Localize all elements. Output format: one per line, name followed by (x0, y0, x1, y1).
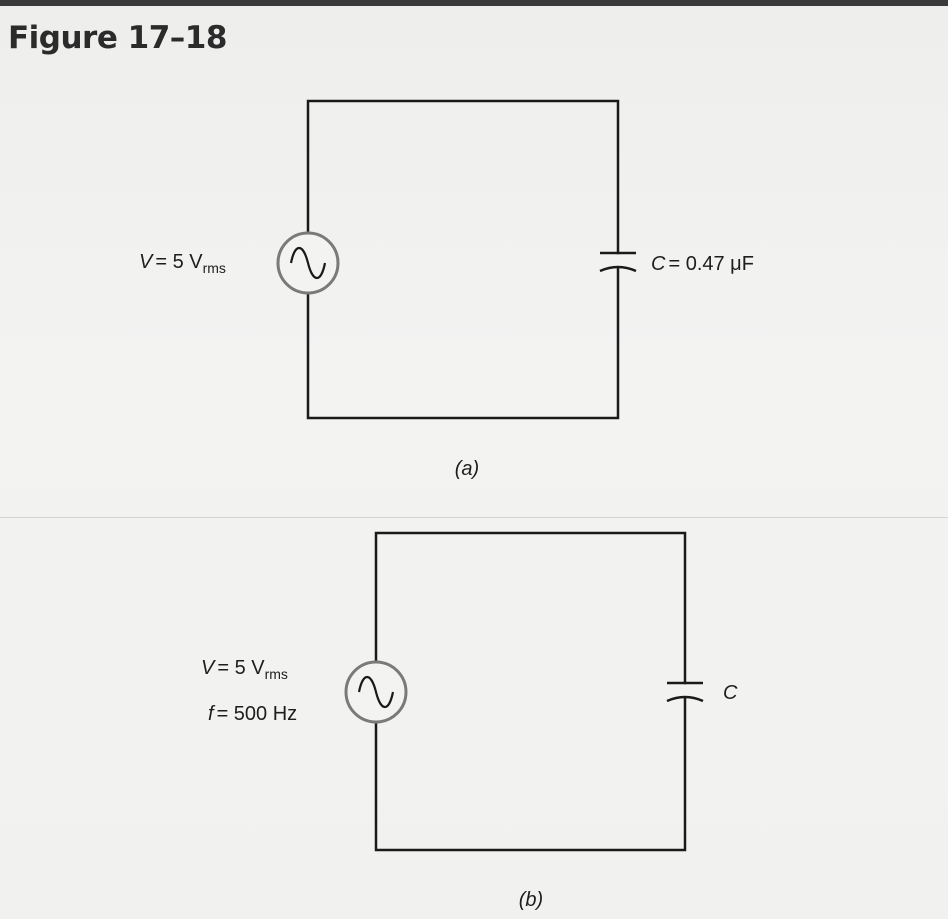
capacitor-a-label: C= 0.47 μF (651, 253, 754, 275)
source-a-var: V (139, 251, 154, 273)
source-b-var: V (201, 657, 216, 679)
capacitor-b-label: C (723, 682, 738, 704)
circuit-b-wire (374, 531, 687, 852)
source-a-label: V= 5 Vrms (139, 251, 226, 276)
capacitor-a-value: = 0.47 μF (668, 253, 753, 275)
top-rule (0, 0, 948, 6)
capacitor-a-icon (599, 251, 637, 273)
capacitor-b-icon (666, 681, 704, 703)
capacitor-a-var: C (651, 253, 666, 275)
figure-title: Figure 17–18 (8, 20, 227, 56)
circuit-a-wire (306, 99, 620, 420)
source-b-label: V= 5 Vrms (201, 657, 288, 682)
circuit-a: V= 5 Vrms C= 0.47 μF (a) (139, 99, 754, 480)
source-b-freq-value: = 500 Hz (217, 703, 298, 725)
circuit-b: V= 5 Vrms f= 500 Hz C (b) (201, 531, 738, 911)
ac-source-a-icon (276, 231, 340, 295)
caption-a: (a) (455, 458, 479, 480)
caption-b: (b) (519, 889, 543, 911)
source-b-sub: rms (265, 666, 288, 682)
ac-source-b-icon (344, 660, 408, 724)
source-a-sub: rms (203, 260, 226, 276)
panel-divider (0, 517, 948, 518)
source-b-freq-var: f (208, 703, 216, 725)
source-a-value: = 5 V (155, 251, 203, 273)
source-b-freq-label: f= 500 Hz (208, 703, 297, 725)
source-b-value: = 5 V (217, 657, 265, 679)
